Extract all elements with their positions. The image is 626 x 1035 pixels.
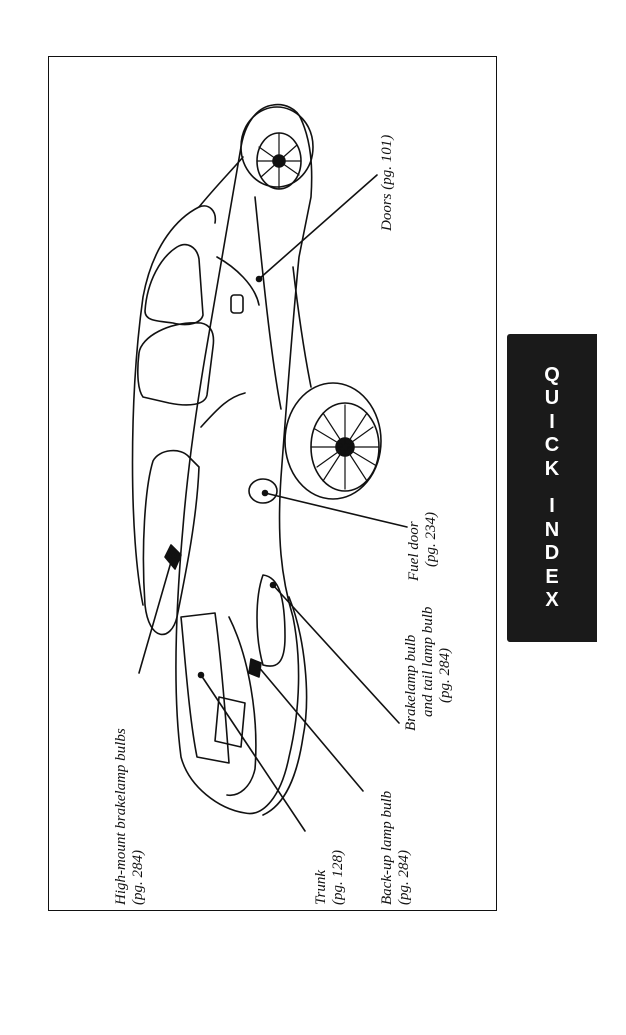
leader-backup-lamp [257, 665, 363, 791]
windshield-edge [199, 157, 243, 207]
rear-bumper [227, 617, 256, 795]
callout-fuel-door: Fuel door (pg. 234) [406, 512, 440, 581]
quick-index-tab[interactable]: Q U I C K I N D E X [507, 334, 597, 642]
leader-doors [259, 175, 377, 279]
door-seam-2 [201, 393, 245, 427]
callout-doors: Doors (pg. 101) [379, 135, 396, 231]
door-seam-1 [217, 257, 259, 305]
tab-letter: U [545, 387, 559, 411]
rear-window [143, 451, 199, 635]
roof-line [133, 206, 216, 605]
trunk-lid [181, 613, 229, 763]
tab-letter: Q [544, 364, 560, 388]
door-handle [231, 295, 243, 313]
car-body-outline [176, 105, 312, 814]
tab-letter: D [545, 542, 559, 566]
tab-letter: C [545, 434, 559, 458]
tab-letter: N [545, 519, 559, 543]
callout-high-mount: High-mount brakelamp bulbs (pg. 284) [113, 728, 147, 905]
front-wheel-tire [241, 107, 313, 187]
tail-lamp [257, 575, 285, 666]
license-plate [215, 697, 245, 747]
tab-letter: I [549, 495, 555, 519]
rear-wheel-spokes [311, 405, 379, 489]
leader-brakelamp [273, 585, 399, 723]
side-window-rear [138, 323, 214, 405]
side-molding-lower [293, 267, 311, 387]
tab-letter: X [545, 589, 558, 613]
tab-letter: E [545, 566, 558, 590]
illustration-frame: Doors (pg. 101) Fuel door (pg. 234) Brak… [48, 56, 497, 911]
callout-trunk: Trunk (pg. 128) [313, 850, 347, 905]
tab-letter: K [545, 458, 559, 482]
tab-letter: I [549, 411, 555, 435]
side-window-front [145, 245, 203, 325]
callout-backup-lamp: Back-up lamp bulb (pg. 284) [379, 791, 413, 905]
callout-brakelamp: Brakelamp bulb and tail lamp bulb (pg. 2… [403, 607, 454, 731]
